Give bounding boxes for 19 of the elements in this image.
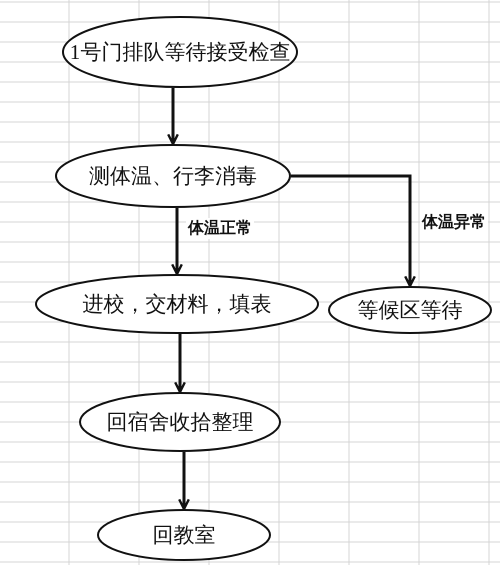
process-ellipse [328,286,492,334]
process-ellipse [35,274,319,334]
edge-label: 体温正常 [186,218,254,239]
node-text: 进校，交材料，填表 [82,291,272,318]
node-text: 等候区等待 [358,297,462,324]
arrow [171,208,183,276]
node-text: 测体温、行李消毒 [89,163,257,190]
process-ellipse [97,509,271,561]
process-ellipse [55,144,291,208]
process-ellipse [62,16,298,88]
process-ellipse [79,392,281,452]
arrow [167,88,179,146]
node-text: 1号门排队等待接受检查 [70,39,290,66]
edge-label: 体温异常 [420,212,488,233]
arrow [174,334,186,394]
node-text: 回教室 [152,522,216,549]
arrow [291,174,416,288]
node-text: 回宿舍收拾整理 [106,409,254,436]
arrow [178,452,190,510]
